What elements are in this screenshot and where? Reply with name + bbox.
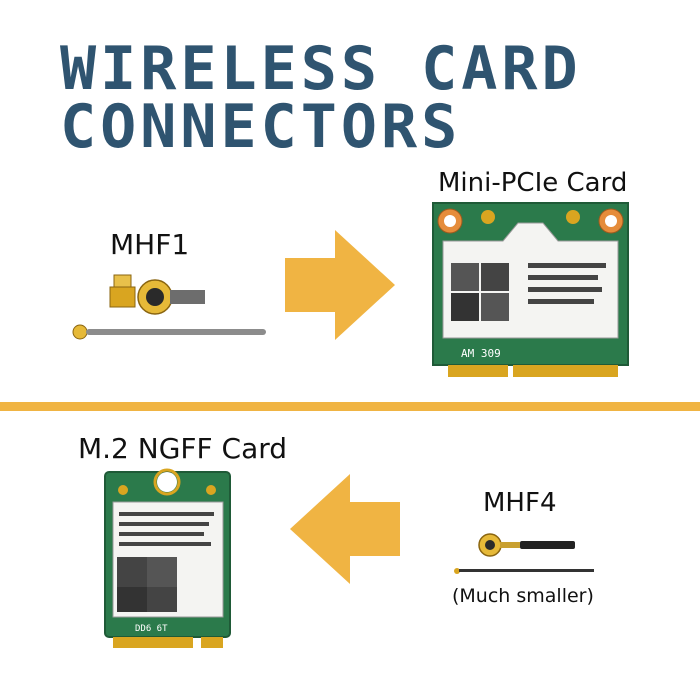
mini-pcie-label: Mini-PCIe Card xyxy=(438,168,628,198)
arrow-right-icon xyxy=(285,230,395,340)
mhf4-label: MHF4 xyxy=(483,488,557,518)
section-divider xyxy=(0,402,700,411)
arrow-left-icon xyxy=(290,474,400,584)
m2-ngff-label: M.2 NGFF Card xyxy=(78,432,288,465)
m2-ngff-card-image: DD6 6T xyxy=(104,468,231,648)
m2-ngff-marking: DD6 6T xyxy=(135,624,168,634)
title-line-1: WIRELESS CARD xyxy=(60,34,582,104)
mhf4-note: (Much smaller) xyxy=(452,585,594,607)
mhf1-connector-image xyxy=(72,274,266,340)
mini-pcie-marking: AM 309 xyxy=(461,347,501,360)
mhf1-label: MHF1 xyxy=(110,228,190,261)
mini-pcie-card-image: AM 309 xyxy=(432,202,629,377)
title-line-2: CONNECTORS xyxy=(60,92,462,162)
page-title: WIRELESS CARD CONNECTORS xyxy=(60,34,582,162)
mhf4-connector-image xyxy=(454,533,594,574)
